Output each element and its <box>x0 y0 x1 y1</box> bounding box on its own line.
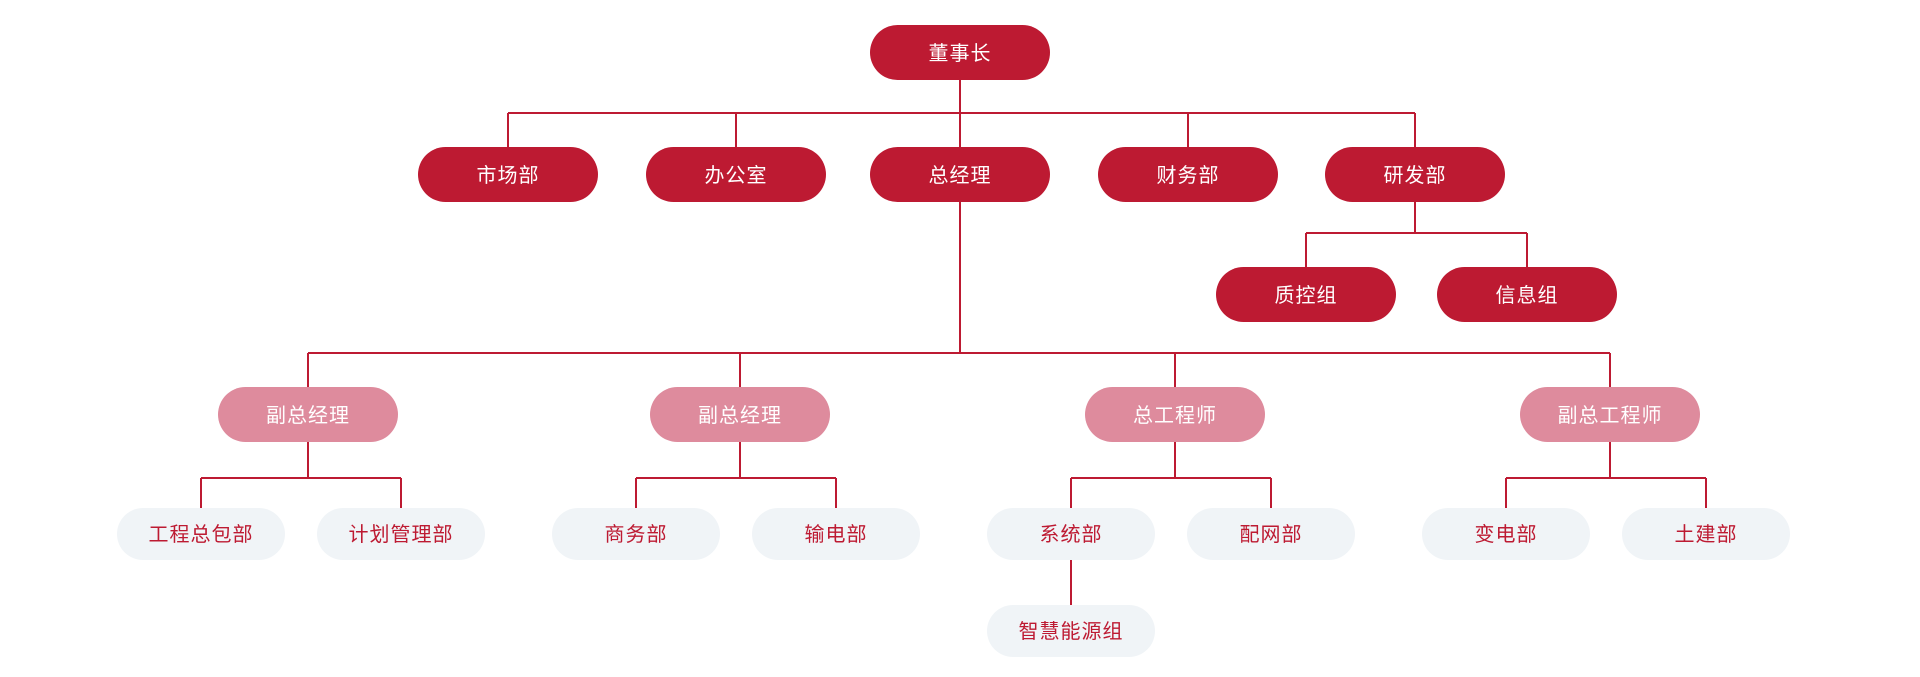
org-node[interactable]: 总工程师 <box>1085 387 1265 442</box>
org-node[interactable]: 工程总包部 <box>117 508 285 560</box>
org-node[interactable]: 信息组 <box>1437 267 1617 322</box>
org-node[interactable]: 计划管理部 <box>317 508 485 560</box>
org-node[interactable]: 副总经理 <box>218 387 398 442</box>
org-node[interactable]: 董事长 <box>870 25 1050 80</box>
org-node[interactable]: 研发部 <box>1325 147 1505 202</box>
org-node[interactable]: 副总经理 <box>650 387 830 442</box>
org-node[interactable]: 商务部 <box>552 508 720 560</box>
org-node[interactable]: 智慧能源组 <box>987 605 1155 657</box>
org-node[interactable]: 财务部 <box>1098 147 1278 202</box>
org-node[interactable]: 质控组 <box>1216 267 1396 322</box>
org-node[interactable]: 变电部 <box>1422 508 1590 560</box>
org-node[interactable]: 配网部 <box>1187 508 1355 560</box>
org-node[interactable]: 副总工程师 <box>1520 387 1700 442</box>
org-node[interactable]: 输电部 <box>752 508 920 560</box>
org-node[interactable]: 土建部 <box>1622 508 1790 560</box>
org-node[interactable]: 系统部 <box>987 508 1155 560</box>
org-node[interactable]: 办公室 <box>646 147 826 202</box>
org-node[interactable]: 市场部 <box>418 147 598 202</box>
org-node[interactable]: 总经理 <box>870 147 1050 202</box>
